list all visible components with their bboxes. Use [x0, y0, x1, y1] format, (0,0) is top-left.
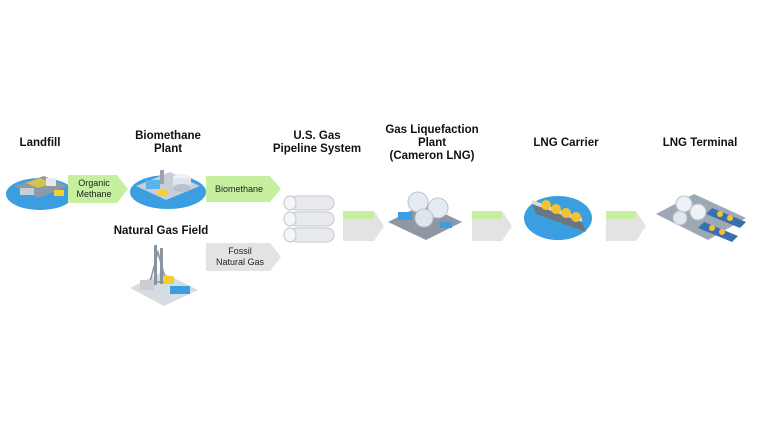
pipeline-label: U.S. Gas Pipeline System: [272, 130, 362, 155]
landfill-label: Landfill: [19, 137, 61, 149]
lng-terminal-icon: [656, 194, 746, 242]
landfill-icon: [6, 176, 74, 210]
lng-carrier-label: LNG Carrier: [533, 137, 599, 149]
organic-methane-arrow: [68, 175, 128, 203]
biomethane-arrow-label: Biomethane: [214, 184, 264, 194]
biomethane-arrow: [206, 176, 281, 202]
liquefaction-plant-icon: [388, 191, 462, 240]
organic-methane-label: Organic Methane: [76, 178, 112, 199]
pipeline-icon: [283, 195, 335, 243]
biomethane-plant-icon: [130, 170, 206, 209]
pipeline-to-plant-arrow-band: [343, 211, 374, 219]
natural-gas-field-icon: [130, 245, 198, 306]
carrier-to-terminal-arrow-band: [606, 211, 636, 219]
plant-to-carrier-arrow-band: [472, 211, 502, 219]
natural-gas-field-label: Natural Gas Field: [113, 225, 209, 237]
fossil-natural-gas-label: Fossil Natural Gas: [215, 246, 265, 267]
fossil-natural-gas-arrow: [206, 243, 281, 271]
liquefaction-label: Gas Liquefaction Plant (Cameron LNG): [385, 124, 479, 162]
lng-carrier-icon: [524, 196, 592, 240]
biomethane-plant-label: Biomethane Plant: [135, 130, 201, 155]
lng-terminal-label: LNG Terminal: [662, 137, 738, 149]
